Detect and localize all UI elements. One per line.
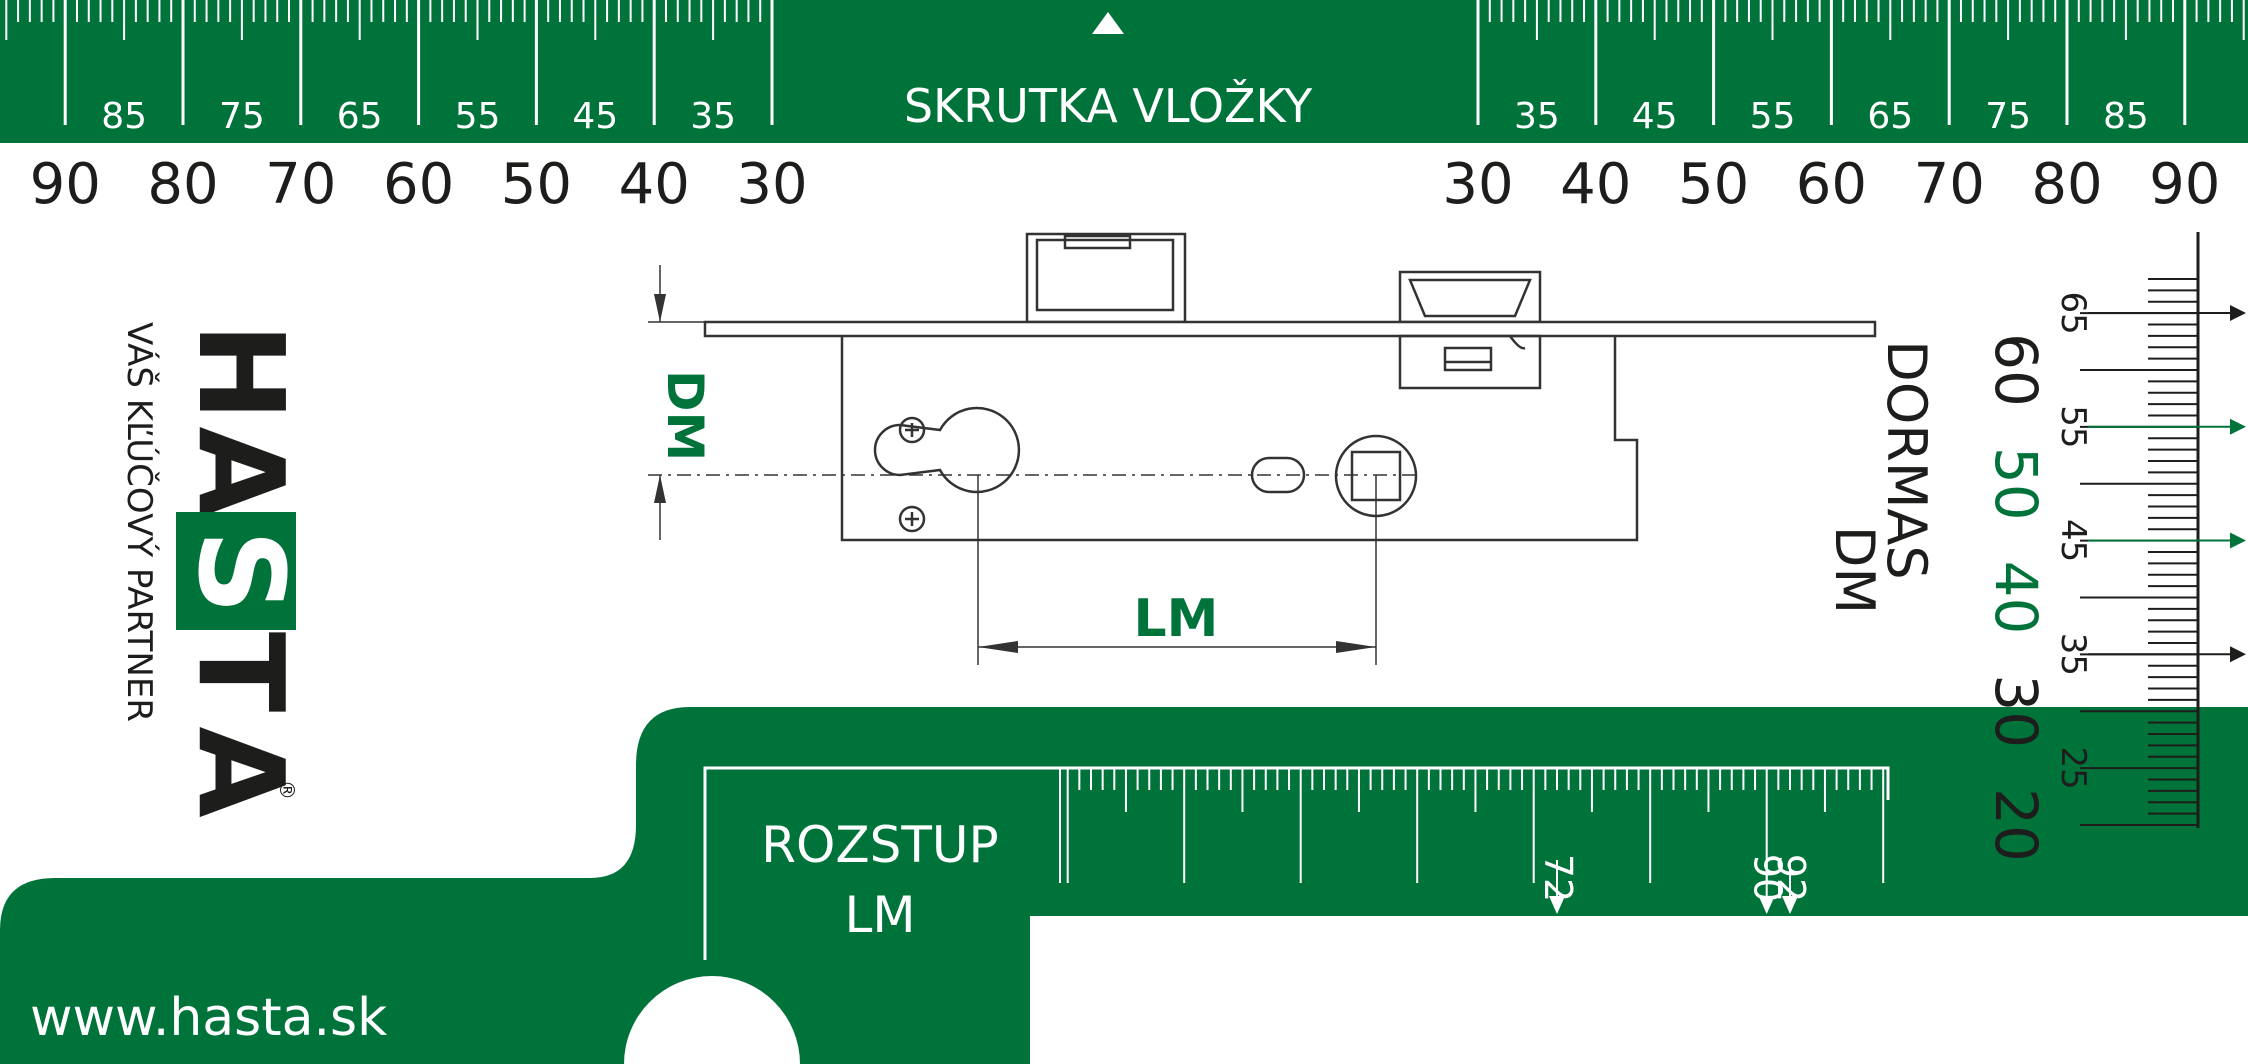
arrow-right-icon [2230,532,2246,549]
arrow-down-icon [1549,896,1565,914]
top-ruler-ticks [5,0,2245,125]
top-bar-title: SKRUTKA VLOŽKY [904,79,1313,133]
top-major-label: 30 [736,152,807,217]
arrow-right-icon [2230,418,2246,435]
top-minor-label: 35 [690,96,736,137]
lock-drawing [648,232,1877,665]
dm-arrow-down-icon [654,294,666,322]
top-major-label: 60 [1796,152,1867,217]
rozstup-title: ROZSTUP [761,816,998,874]
top-minor-label: 85 [2103,96,2149,137]
rozstup-mark-label: 90 [1746,854,1790,902]
dm-dimension-label: DM [656,370,714,461]
top-minor-label: 45 [572,96,618,137]
logo-letter: A [172,726,310,817]
logo-letter: S [172,530,310,615]
right-scale-big-label: 20 [1982,788,2050,862]
logo-letter: A [172,426,310,517]
logo-letter-box [176,512,296,630]
arrow-right-icon [2230,646,2246,663]
right-scale-big-label: 30 [1982,674,2050,748]
registered-mark: ® [275,780,299,800]
top-minor-labels: 85 75 65 55 45 35 35 45 55 65 75 85 [101,96,2149,137]
top-major-label: 50 [1678,152,1749,217]
top-major-label: 70 [1914,152,1985,217]
bottom-green-panel [0,707,2248,1064]
rozstup-subtitle: LM [845,886,916,944]
right-scale-small-label: 55 [2053,405,2093,448]
top-major-label: 60 [383,152,454,217]
rozstup-ruler-ticks [1059,768,1885,883]
lm-arrow-right-icon [1336,641,1376,653]
dormas-title: DORMAS [1875,340,1938,579]
right-scale-small-label: 65 [2053,291,2093,334]
right-scale-arrows [2088,305,2246,663]
top-minor-label: 75 [219,96,265,137]
top-minor-label: 35 [1514,96,1560,137]
right-scale-small-label: 35 [2053,633,2093,676]
logo-letter: H [172,323,310,422]
right-scale-small-labels: 65 55 45 35 25 [2053,291,2093,789]
top-major-label: 90 [30,152,101,217]
arrow-down-icon [1758,896,1775,914]
rozstup-mark-label: 72 [1536,854,1580,902]
top-major-label: 70 [265,152,336,217]
lm-dimension-label: LM [1134,589,1219,649]
top-minor-label: 85 [101,96,147,137]
dormas-dm-label: DM [1823,526,1886,614]
rozstup-mark-label: 92 [1769,854,1813,902]
top-major-label: 90 [2149,152,2220,217]
triangle-up-icon [1092,12,1124,34]
right-scale-big-label: 40 [1982,561,2050,635]
top-major-label: 30 [1442,152,1513,217]
top-major-label: 40 [619,152,690,217]
website-link[interactable]: www.hasta.sk [30,988,387,1048]
top-major-label: 50 [501,152,572,217]
right-scale-big-label: 50 [1982,447,2050,521]
top-minor-label: 75 [1985,96,2031,137]
arrow-right-icon [2230,305,2246,321]
logo-letter: T [172,632,310,713]
top-major-label: 80 [2031,152,2102,217]
top-major-label: 40 [1560,152,1631,217]
top-minor-label: 65 [337,96,383,137]
right-scale-small-label: 25 [2053,746,2093,789]
right-scale-big-labels: 60 50 40 30 20 [1982,333,2050,862]
rozstup-scale-outline [703,766,1890,960]
logo-tagline: VÁŠ KĽÚČOVÝ PARTNER [119,322,160,722]
arrow-down-icon [1782,896,1798,914]
right-scale-big-label: 60 [1982,333,2050,407]
top-bar [0,0,2248,143]
top-major-label: 80 [147,152,218,217]
dm-arrow-up-icon [654,475,666,503]
top-minor-label: 45 [1632,96,1678,137]
top-minor-label: 65 [1867,96,1913,137]
right-scale-small-label: 45 [2053,519,2093,562]
lm-arrow-left-icon [978,641,1018,653]
top-major-labels: 90 80 70 60 50 40 30 30 40 50 60 70 80 90 [30,152,2221,217]
top-minor-label: 55 [455,96,501,137]
top-minor-label: 55 [1750,96,1796,137]
